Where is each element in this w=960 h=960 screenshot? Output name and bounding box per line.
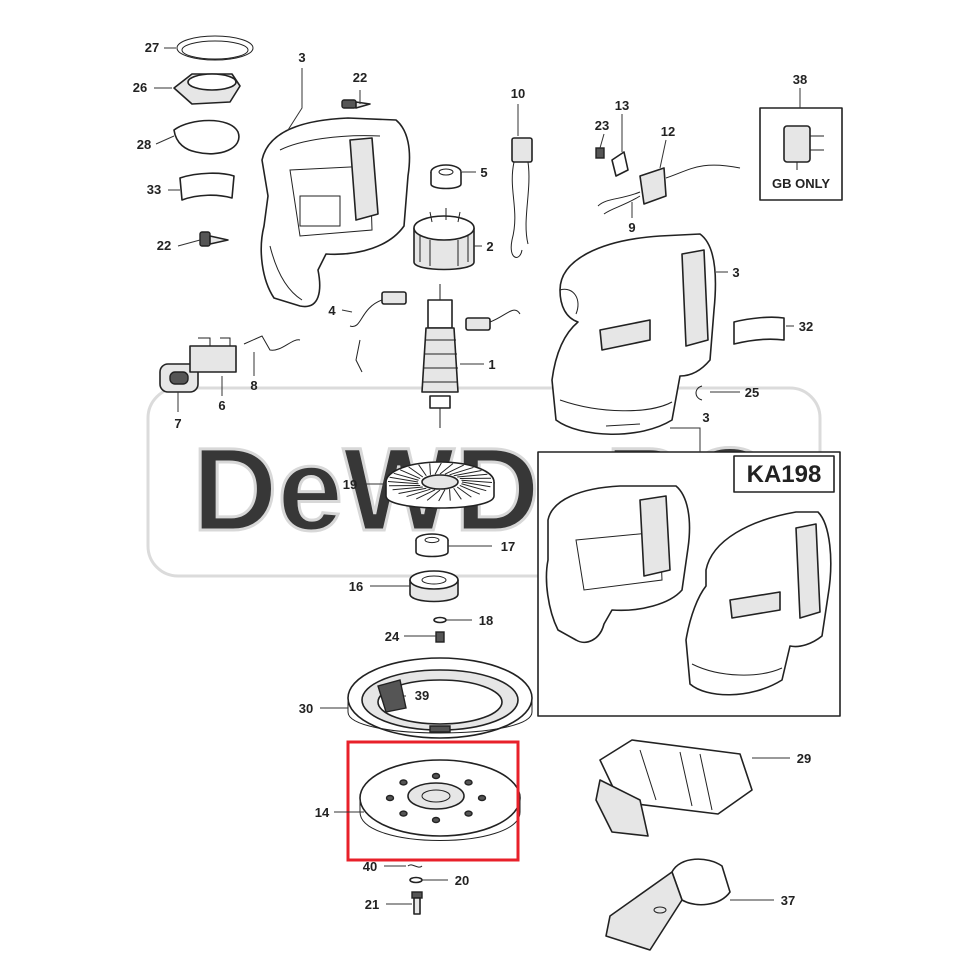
part-12-cable bbox=[639, 164, 741, 205]
part-4-brush-holder-left bbox=[349, 291, 407, 373]
highlight-box bbox=[346, 740, 520, 862]
callout-numbers: 27 26 28 33 22 3 22 10 5 2 4 1 13 23 12 … bbox=[133, 40, 813, 912]
part-32-strip bbox=[733, 316, 785, 345]
callout-1: 1 bbox=[488, 357, 495, 372]
part-24-screw bbox=[435, 631, 445, 643]
callout-27: 27 bbox=[145, 40, 159, 55]
part-1-armature bbox=[421, 284, 459, 428]
part-10-switch bbox=[510, 137, 533, 258]
callout-17: 17 bbox=[501, 539, 515, 554]
callout-2: 2 bbox=[486, 239, 493, 254]
callout-40: 40 bbox=[363, 859, 377, 874]
part-5-bearing bbox=[430, 164, 462, 190]
part-17-bearing bbox=[415, 533, 449, 558]
callout-12: 12 bbox=[661, 124, 675, 139]
part-16-bearing-housing bbox=[409, 570, 459, 603]
callout-3-left: 3 bbox=[298, 50, 305, 65]
part-21-screw bbox=[411, 891, 423, 915]
part-30-pad-ring bbox=[347, 657, 533, 739]
callout-23: 23 bbox=[595, 118, 609, 133]
callout-6: 6 bbox=[218, 398, 225, 413]
part-29-dust-adapter bbox=[595, 739, 753, 837]
callout-39: 39 bbox=[415, 688, 429, 703]
part-14-sanding-pad bbox=[359, 759, 521, 841]
part-3-housing-left bbox=[260, 117, 411, 308]
callout-22-lower: 22 bbox=[157, 238, 171, 253]
ka198-label: KA198 bbox=[747, 461, 822, 488]
callout-10: 10 bbox=[511, 86, 525, 101]
part-39-insert bbox=[377, 679, 407, 713]
callout-37: 37 bbox=[781, 893, 795, 908]
callout-19: 19 bbox=[343, 477, 357, 492]
part-7-switch-button bbox=[159, 363, 199, 393]
callout-5: 5 bbox=[480, 165, 487, 180]
gb-only-label: GB ONLY bbox=[772, 176, 830, 191]
part-27-gasket bbox=[176, 35, 254, 61]
part-20-washer bbox=[409, 876, 423, 884]
callout-18: 18 bbox=[479, 613, 493, 628]
part-38-gb-plug-box bbox=[759, 107, 843, 201]
callout-16: 16 bbox=[349, 579, 363, 594]
part-33-strip bbox=[179, 172, 235, 201]
part-6-switch-body bbox=[189, 337, 237, 373]
callout-26: 26 bbox=[133, 80, 147, 95]
callout-13: 13 bbox=[615, 98, 629, 113]
callout-29: 29 bbox=[797, 751, 811, 766]
callout-4: 4 bbox=[328, 303, 336, 318]
callout-3-kit: 3 bbox=[702, 410, 709, 425]
part-8-wire bbox=[243, 335, 301, 351]
part-3-housing-right bbox=[551, 233, 717, 436]
part-22-screw-a bbox=[199, 231, 229, 247]
leader-lines bbox=[154, 47, 801, 905]
part-13-clamp bbox=[611, 151, 629, 177]
callout-7: 7 bbox=[174, 416, 181, 431]
part-40-spring bbox=[407, 864, 423, 868]
callout-14: 14 bbox=[315, 805, 330, 820]
callout-22-upper: 22 bbox=[353, 70, 367, 85]
part-19-fan bbox=[385, 461, 495, 509]
callout-3-right: 3 bbox=[732, 265, 739, 280]
part-26-cap bbox=[173, 73, 241, 105]
ka198-kit-box bbox=[537, 451, 841, 717]
callout-24: 24 bbox=[385, 629, 400, 644]
callout-25: 25 bbox=[745, 385, 759, 400]
callout-28: 28 bbox=[137, 137, 151, 152]
callout-32: 32 bbox=[799, 319, 813, 334]
callout-30: 30 bbox=[299, 701, 313, 716]
callout-9: 9 bbox=[628, 220, 635, 235]
part-9-wires bbox=[597, 191, 641, 215]
part-23-screw bbox=[595, 147, 605, 159]
callout-20: 20 bbox=[455, 873, 469, 888]
part-18-washer bbox=[433, 616, 447, 624]
part-2-field-coil bbox=[413, 208, 475, 271]
part-25-clip bbox=[695, 385, 703, 401]
part-22-screw-b bbox=[341, 99, 371, 109]
callout-33: 33 bbox=[147, 182, 161, 197]
callout-8: 8 bbox=[250, 378, 257, 393]
callout-38: 38 bbox=[793, 72, 807, 87]
part-4-brush-holder-right bbox=[465, 309, 521, 331]
callout-21: 21 bbox=[365, 897, 379, 912]
part-37-nozzle bbox=[605, 858, 731, 951]
part-28-pad bbox=[173, 119, 240, 155]
